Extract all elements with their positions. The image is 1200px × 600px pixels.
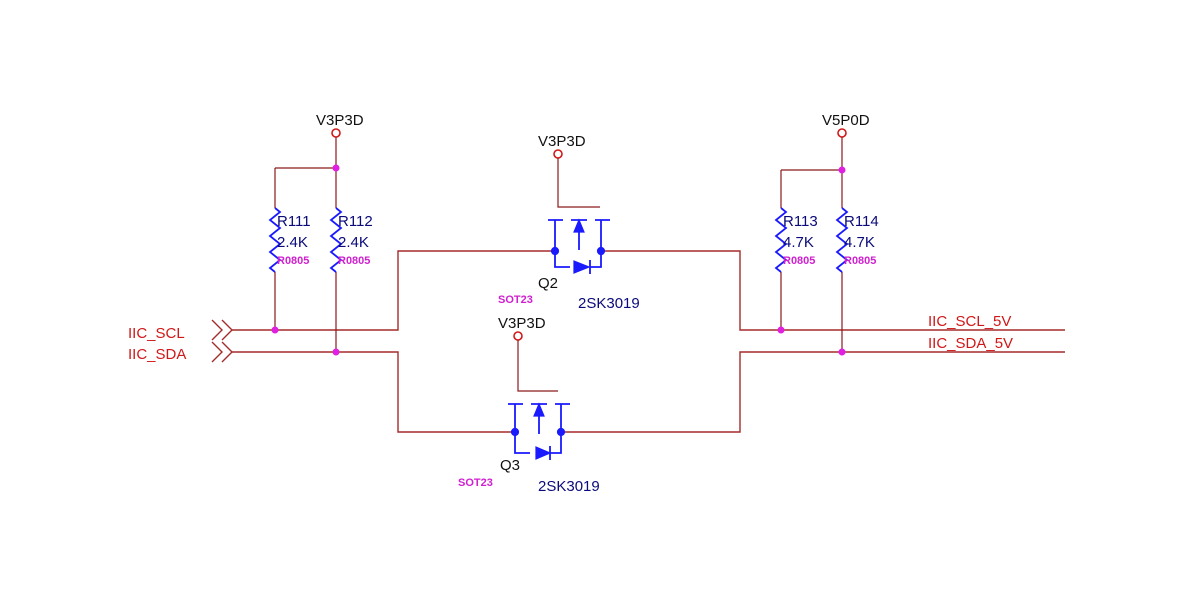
junction-right-sda <box>838 348 846 356</box>
q3-source-node <box>510 427 520 437</box>
power-port-q2 <box>553 149 563 159</box>
wire-q2-gate <box>557 158 600 208</box>
r113-value: 4.7K <box>783 234 814 251</box>
q2-source-node <box>550 246 560 256</box>
r114-ref: R114 <box>844 213 879 230</box>
resistor-r112 <box>329 207 343 273</box>
wire-scl-right <box>601 250 1065 331</box>
power-label-left: V3P3D <box>316 112 364 129</box>
mosfet-q3 <box>508 402 570 460</box>
junction-left-vcc <box>332 164 340 172</box>
net-label-iic-scl: IIC_SCL <box>128 325 185 342</box>
q3-drain-node <box>556 427 566 437</box>
junction-left-sda <box>332 348 340 356</box>
net-label-iic-sda-5v: IIC_SDA_5V <box>928 335 1013 352</box>
r113-footprint: R0805 <box>783 255 815 267</box>
offsheet-connector-scl <box>211 319 233 341</box>
q3-part: 2SK3019 <box>538 478 600 495</box>
junction-left-scl <box>271 326 279 334</box>
junction-right-vcc <box>838 166 846 174</box>
resistor-r111 <box>268 207 282 273</box>
wire-sda-left <box>232 351 515 433</box>
q2-footprint: SOT23 <box>498 294 533 306</box>
wire-q3-gate <box>517 340 558 392</box>
r111-ref: R111 <box>277 213 311 230</box>
power-label-q2: V3P3D <box>538 133 586 150</box>
resistor-r113 <box>774 207 788 273</box>
r111-footprint: R0805 <box>277 255 309 267</box>
wire-sda-right <box>561 351 1065 433</box>
net-label-iic-scl-5v: IIC_SCL_5V <box>928 313 1011 330</box>
r112-value: 2.4K <box>338 234 369 251</box>
power-label-q3: V3P3D <box>498 315 546 332</box>
junction-right-scl <box>777 326 785 334</box>
net-label-iic-sda: IIC_SDA <box>128 346 186 363</box>
q2-drain-node <box>596 246 606 256</box>
power-label-right: V5P0D <box>822 112 870 129</box>
r111-value: 2.4K <box>277 234 308 251</box>
q2-part: 2SK3019 <box>578 295 640 312</box>
q3-footprint: SOT23 <box>458 477 493 489</box>
r113-ref: R113 <box>783 213 818 230</box>
wire-right-pullup <box>780 137 843 352</box>
wire-scl-left <box>232 250 555 331</box>
resistor-r114 <box>835 207 849 273</box>
r112-footprint: R0805 <box>338 255 370 267</box>
r114-value: 4.7K <box>844 234 875 251</box>
r114-footprint: R0805 <box>844 255 876 267</box>
q3-ref: Q3 <box>500 457 520 474</box>
power-port-q3 <box>513 331 523 341</box>
power-port-right <box>837 128 847 138</box>
wire-left-pullup <box>274 137 337 352</box>
power-port-left <box>331 128 341 138</box>
r112-ref: R112 <box>338 213 373 230</box>
q2-ref: Q2 <box>538 275 558 292</box>
mosfet-q2 <box>548 218 610 274</box>
offsheet-connector-sda <box>211 341 233 363</box>
